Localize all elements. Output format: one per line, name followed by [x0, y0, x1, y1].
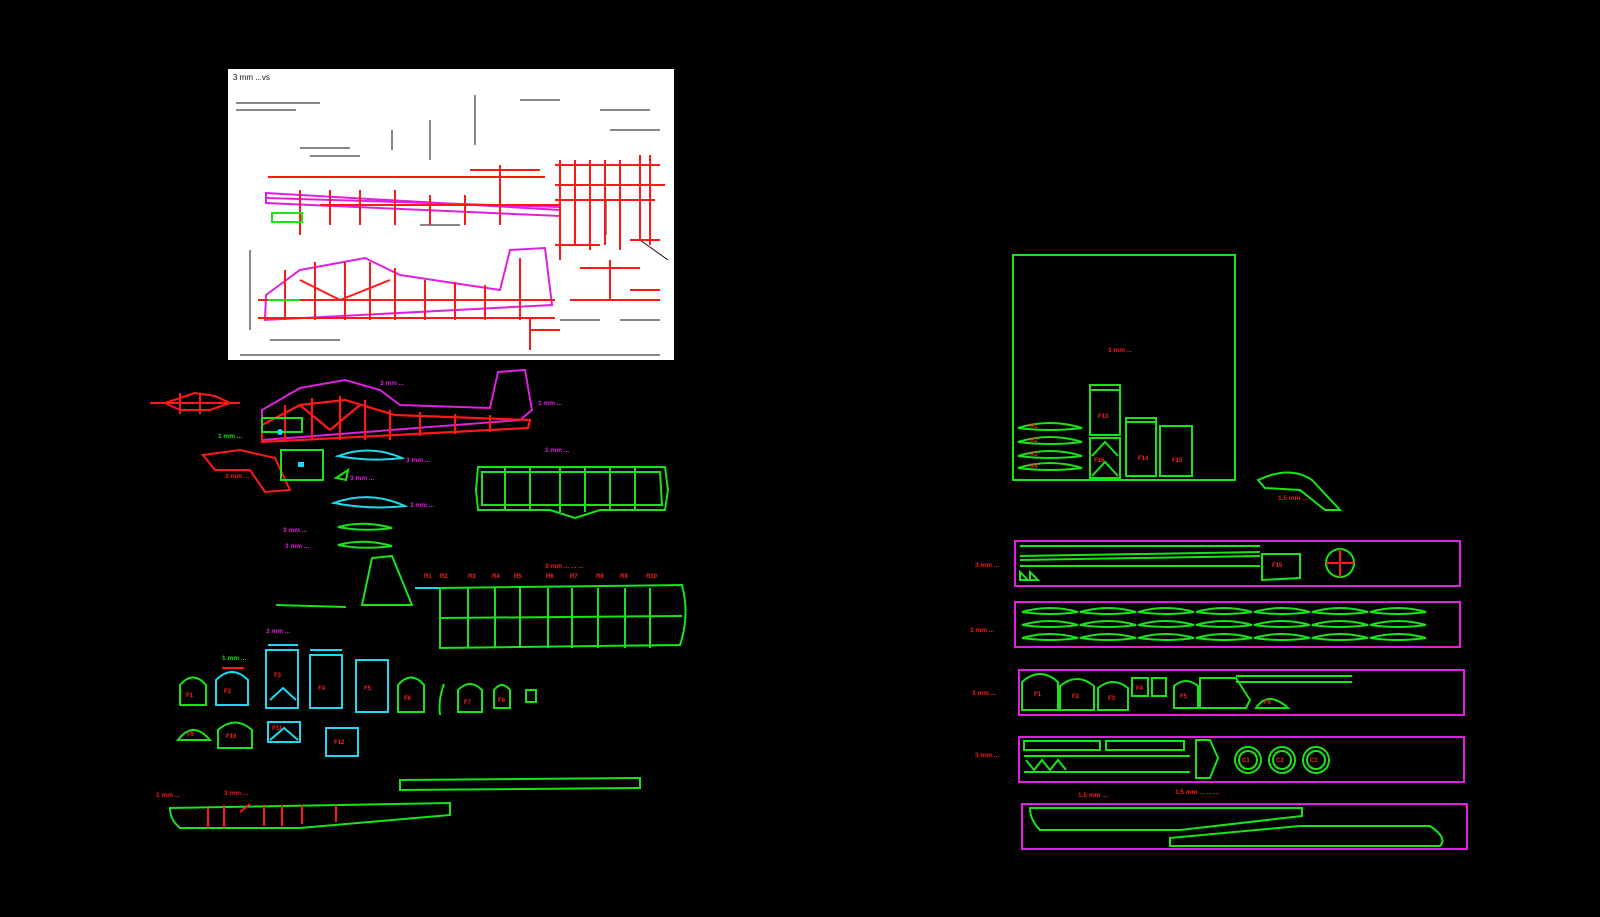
label-fuse-top: 3 mm ...	[380, 380, 404, 387]
wing-bracket-part[interactable]	[1256, 471, 1343, 511]
svg-text:R5: R5	[514, 574, 522, 580]
airfoil-ribs[interactable]	[330, 449, 409, 549]
svg-text:R2: R2	[440, 574, 448, 580]
wing-top-view[interactable]	[474, 466, 670, 520]
svg-text:C2: C2	[1276, 758, 1284, 764]
canopy-part[interactable]	[201, 448, 292, 494]
label-bracket: 1.5 mm ...	[1278, 495, 1308, 502]
svg-text:F6: F6	[1264, 700, 1272, 706]
svg-text:R8: R8	[596, 574, 604, 580]
preview-header: 3 mm ...vs	[233, 73, 270, 82]
svg-text:R1: R1	[424, 574, 432, 580]
label-wing-top: 1 mm ...	[545, 447, 569, 454]
svg-text:R2: R2	[1030, 438, 1038, 444]
svg-text:F15: F15	[1172, 458, 1183, 464]
label-rib-1: 3 mm ...	[406, 457, 430, 464]
label-rib-2: 3 mm ...	[350, 475, 374, 482]
svg-text:C3: C3	[1310, 758, 1318, 764]
svg-text:F14: F14	[1138, 456, 1149, 462]
svg-text:F2: F2	[224, 689, 232, 695]
label-spar: 1 mm ...	[218, 433, 242, 440]
label-row-5b: 1.5 mm ... ... ...	[1175, 789, 1219, 796]
svg-text:F7: F7	[464, 700, 472, 706]
svg-text:F3: F3	[1108, 696, 1116, 702]
svg-text:R7: R7	[570, 574, 578, 580]
label-bottom-mid: 3 mm ...	[224, 790, 248, 797]
svg-text:R4: R4	[1030, 464, 1038, 470]
sheet-row-4[interactable]: C1 C2 C3	[1018, 736, 1465, 783]
svg-text:F3: F3	[274, 673, 282, 679]
svg-text:F13: F13	[1098, 414, 1109, 420]
label-row-5a: 1.5 mm ...	[1078, 792, 1108, 799]
wing-spar-strips[interactable]	[168, 776, 641, 829]
label-canopy: 3 mm ...	[225, 473, 249, 480]
label-former-b: 1 mm ...	[222, 655, 246, 662]
svg-text:F15: F15	[1272, 563, 1283, 569]
sheet-1-layout[interactable]	[1012, 254, 1236, 481]
cowl-plate[interactable]	[280, 449, 324, 481]
svg-text:R1: R1	[1030, 424, 1038, 430]
svg-text:R9: R9	[620, 574, 628, 580]
fin-and-tailplane[interactable]	[275, 554, 687, 650]
svg-text:R6: R6	[546, 574, 554, 580]
sheet-row-2[interactable]	[1014, 601, 1461, 648]
sheet-row-1[interactable]: F15	[1014, 540, 1461, 587]
horizontal-stab-spar[interactable]	[150, 391, 240, 414]
svg-text:F8: F8	[498, 698, 506, 704]
label-row-3: 3 mm ...	[972, 690, 996, 697]
former-parts[interactable]	[175, 644, 537, 757]
svg-text:R3: R3	[468, 574, 476, 580]
label-fin: 1 mm ...	[538, 400, 562, 407]
svg-text:F1: F1	[186, 693, 194, 699]
fuselage-side-view[interactable]	[260, 368, 534, 444]
preview-side-view	[258, 246, 660, 350]
label-former-hdr: 3 mm ...	[266, 628, 290, 635]
svg-text:F4: F4	[318, 686, 326, 692]
label-rib-4: 3 mm ...	[283, 527, 307, 534]
tail-rib-tags: R1 R2 R3 R4 R5 R6 R7 R8 R9 R10	[424, 574, 658, 580]
svg-text:F2: F2	[1072, 694, 1080, 700]
svg-text:F5: F5	[1180, 694, 1188, 700]
svg-text:F10: F10	[226, 734, 237, 740]
preview-top-view	[265, 155, 665, 260]
svg-text:R3: R3	[1030, 452, 1038, 458]
label-row-4: 3 mm ...	[975, 752, 999, 759]
label-tail-span: 3 mm ... ... ...	[545, 563, 584, 570]
former-tags: F1 F2 F3 F4 F5 F6 F7 F8 F9 F10 F11 F12	[186, 673, 506, 746]
svg-text:F1: F1	[1034, 692, 1042, 698]
plan-preview-sheet[interactable]: 3 mm ...vs	[228, 69, 674, 360]
svg-text:C1: C1	[1242, 758, 1250, 764]
svg-text:F4: F4	[1136, 686, 1144, 692]
label-rib-3: 3 mm ...	[410, 502, 434, 509]
svg-text:F5: F5	[364, 686, 372, 692]
svg-text:F6: F6	[404, 696, 412, 702]
label-sheet-1: 3 mm ...	[1108, 347, 1132, 354]
label-row-2: 3 mm ...	[970, 627, 994, 634]
svg-text:F9: F9	[187, 732, 195, 738]
label-rib-5: 3 mm ...	[285, 543, 309, 550]
label-row-1: 3 mm ...	[975, 562, 999, 569]
svg-text:F16: F16	[1094, 458, 1105, 464]
svg-text:R4: R4	[492, 574, 500, 580]
sheet-row-5[interactable]	[1021, 803, 1468, 850]
svg-text:F11: F11	[272, 726, 283, 732]
svg-text:F12: F12	[334, 740, 345, 746]
svg-text:R10: R10	[646, 574, 658, 580]
label-bottom-left: 1 mm ...	[156, 792, 180, 799]
